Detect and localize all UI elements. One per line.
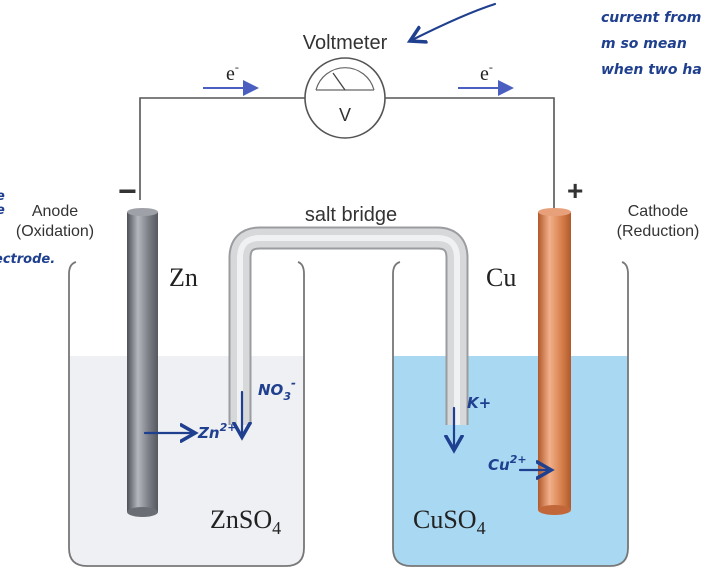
left-beaker [68,261,305,567]
zinc-sulfate-label: ZnSO4 [210,505,281,538]
copper-label: Cu [486,263,516,292]
cathode-label: Cathode [628,203,689,220]
copper-sulfate-label: CuSO4 [413,505,486,538]
nitrate-ion-note: NO3- [258,376,296,403]
electron-label-left: e- [226,60,239,85]
right-beaker [392,261,629,567]
voltmeter-symbol: V [339,105,351,125]
note-left-1: e [0,189,5,204]
zinc-label: Zn [169,263,198,292]
voltmeter-needle [332,72,346,91]
copper-ion-note: Cu2+ [488,453,527,474]
anode-sign: − [118,173,137,209]
note-left-3: ectrode. [0,252,55,267]
external-wire [139,97,555,210]
note-left-2: e [0,203,5,218]
note-top-right-2: m so mean [601,36,687,52]
zinc-ion-note: Zn2+ [197,421,236,442]
note-top-right-3: when two ha [601,62,702,78]
salt-bridge-label: salt bridge [305,204,397,226]
anode-process: (Oxidation) [16,223,94,240]
voltmeter: V [304,57,386,139]
cathode-process: (Reduction) [617,223,700,240]
handwritten-arrow-to-voltmeter [412,2,497,40]
electron-label-right: e- [480,60,493,85]
voltmeter-label: Voltmeter [303,32,388,54]
potassium-ion-note: K+ [467,394,491,412]
note-top-right-1: current from [601,10,701,26]
anode-label: Anode [32,203,78,220]
cathode-sign: + [567,175,583,206]
zinc-electrode [127,208,158,517]
